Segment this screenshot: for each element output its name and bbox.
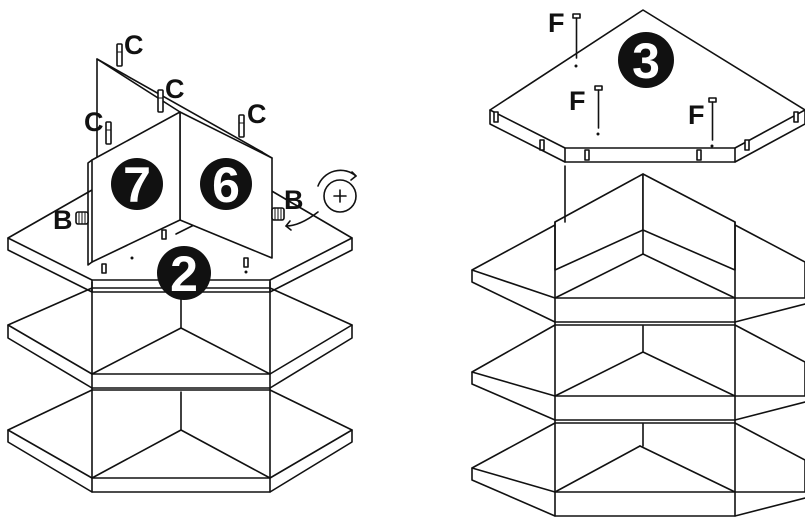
dowel-c-group (105, 43, 245, 145)
label-b-2: B (284, 185, 304, 215)
screw-f-group (572, 13, 717, 148)
label-f-3: F (688, 100, 705, 130)
label-b-1: B (53, 205, 73, 235)
upper-compartment (91, 281, 271, 375)
part-number-7: 7 (123, 157, 151, 213)
label-c-1: C (124, 30, 144, 60)
label-c-4: C (247, 99, 267, 129)
part-number-2: 2 (170, 246, 198, 302)
middle-shelf (7, 287, 353, 389)
part-number-6: 6 (212, 157, 240, 213)
part-number-3: 3 (632, 33, 660, 89)
right-upper-compartment (554, 165, 736, 299)
part-badge-2: 2 (157, 246, 211, 302)
right-assembly: 3 F F F (471, 8, 805, 517)
right-lower-compartment (554, 419, 736, 493)
part-badge-7: 7 (111, 157, 163, 213)
label-f-2: F (569, 86, 586, 116)
screwdriver-rotate-icon (285, 169, 357, 231)
right-bottom-shelf (471, 422, 805, 517)
cam-b-group (75, 207, 285, 225)
bottom-shelf (7, 389, 353, 493)
label-f-1: F (548, 8, 565, 38)
lower-compartment (91, 387, 271, 479)
right-middle-compartment (554, 321, 736, 397)
part-badge-6: 6 (200, 157, 252, 213)
right-middle-shelf (471, 324, 805, 421)
label-c-2: C (165, 74, 185, 104)
label-c-3: C (84, 107, 104, 137)
left-assembly: 7 6 2 C C C C B B (7, 30, 357, 493)
part-badge-3: 3 (618, 32, 674, 89)
